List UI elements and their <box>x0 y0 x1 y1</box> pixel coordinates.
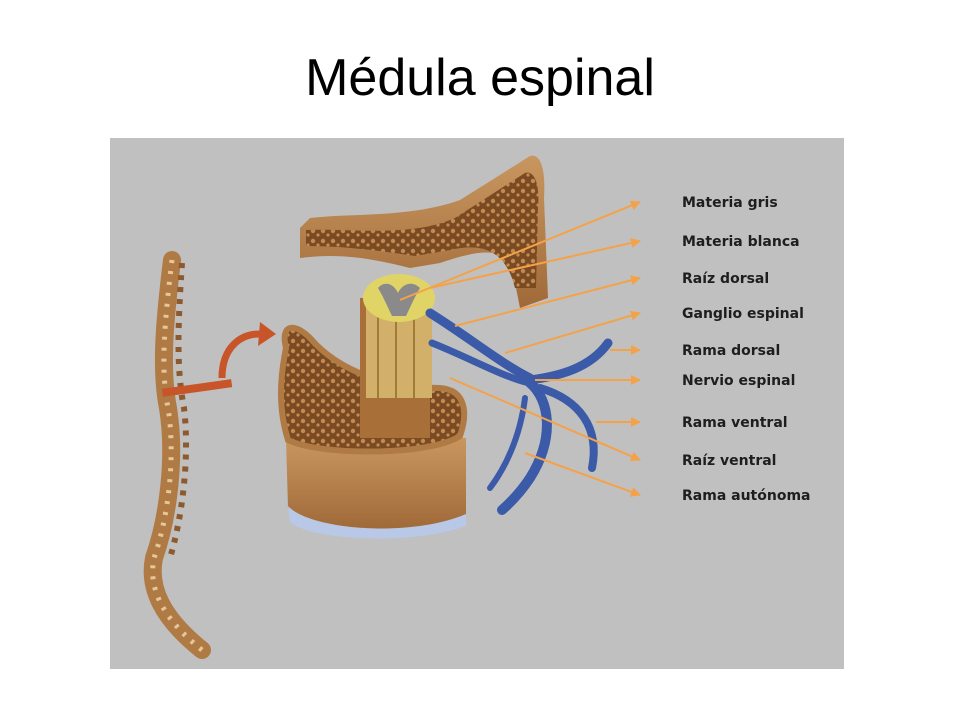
pointer-raiz-ventral <box>449 377 641 462</box>
pointer-raiz-dorsal <box>454 275 641 327</box>
curved-arrow-icon <box>218 322 276 379</box>
pointer-materia-gris <box>399 200 641 301</box>
vertebral-column-illustration <box>143 251 233 659</box>
pointer-rama-autonoma <box>524 452 641 497</box>
label-materia-blanca: Materia blanca <box>682 234 800 250</box>
label-raiz-dorsal: Raíz dorsal <box>682 271 769 287</box>
label-rama-autonoma: Rama autónoma <box>682 488 810 504</box>
labels: Materia gris Materia blanca Raíz dorsal … <box>682 195 810 504</box>
label-raiz-ventral: Raíz ventral <box>682 453 776 469</box>
grey-matter <box>378 283 420 316</box>
label-nervio-espinal: Nervio espinal <box>682 373 795 389</box>
pointer-ganglio-espinal <box>504 310 641 354</box>
label-pointers <box>399 200 641 497</box>
pointer-materia-blanca <box>429 238 641 289</box>
label-rama-dorsal: Rama dorsal <box>682 343 780 359</box>
spinal-cord <box>363 274 435 398</box>
anatomy-figure: Materia gris Materia blanca Raíz dorsal … <box>110 138 844 669</box>
label-ganglio-espinal: Ganglio espinal <box>682 306 804 322</box>
label-rama-ventral: Rama ventral <box>682 415 788 431</box>
slide-title: Médula espinal <box>305 49 655 107</box>
spinal-cord-diagram: Materia gris Materia blanca Raíz dorsal … <box>143 155 810 659</box>
label-materia-gris: Materia gris <box>682 195 778 211</box>
